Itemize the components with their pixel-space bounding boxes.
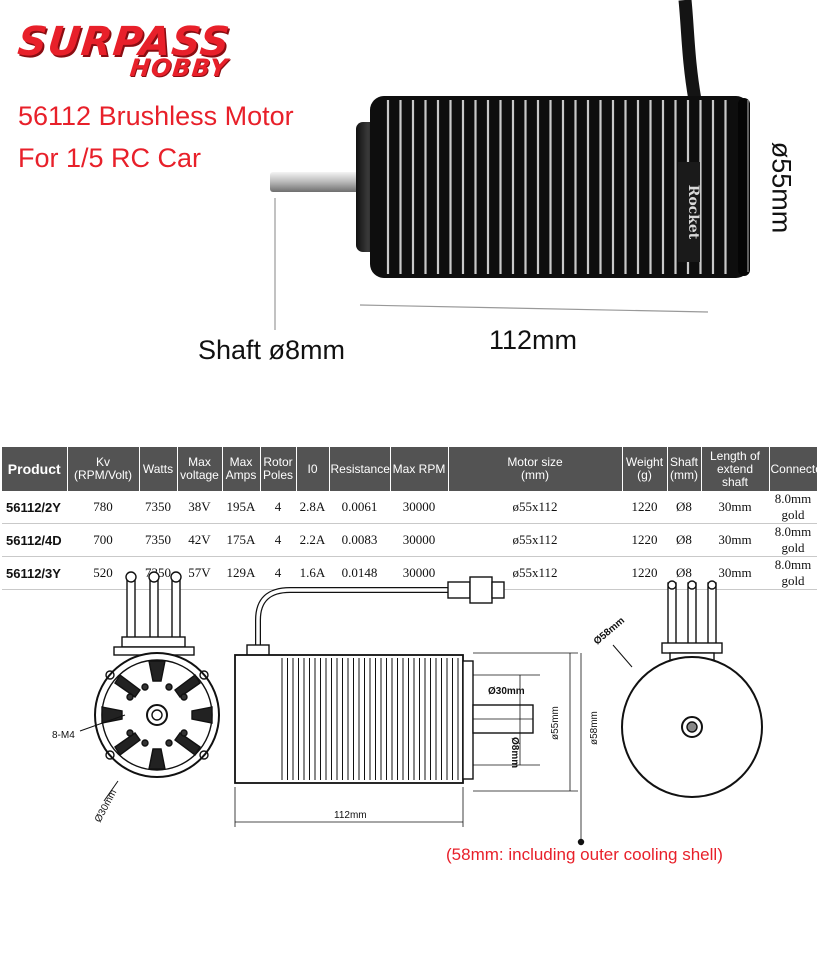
table-header-text: Resistance [330,461,390,476]
table-header-text: (g) [637,468,652,482]
table-cell: 1220 [622,523,667,557]
side-view [234,576,585,846]
side-inner-label: Ø30mm [488,686,525,697]
front-circle-label: Ø30mm [93,788,119,825]
side-shaft-label: Ø8mm [509,737,520,768]
length-dimension-label: 112mm [489,325,578,355]
table-header-text: Motor size [507,455,563,469]
table-cell: 2.8A [296,491,329,524]
table-cell: 1.6A [296,556,329,590]
side-outer-label: ø58mm [589,711,600,745]
table-cell: 2.2A [296,523,329,557]
table-header-text: Shaft [669,455,699,469]
table-cell: 4 [260,523,296,557]
table-cell: 129A [222,556,260,590]
table-cell: 57V [177,556,222,590]
table-header-cell: I0 [295,447,329,491]
table-header-text: Rotor [263,455,293,469]
table-header-cell: Weight(g) [621,447,667,491]
motor-photo: Rocket [270,0,750,330]
table-cell: 780 [67,491,139,524]
table-cell: 30mm [701,523,769,557]
table-header-text: Weight [625,455,664,469]
table-header-text: Max RPM [392,461,446,476]
table-cell: 7350 [139,491,177,524]
table-header-text: Max [229,455,253,469]
table-cell: 195A [222,491,260,524]
table-cell: 38V [177,491,222,524]
table-header-text: extend shaft [716,461,754,489]
table-cell: ø55x112 [448,491,622,524]
table-cell: 56112/2Y [2,491,67,524]
table-cell: 42V [177,523,222,557]
table-cell: 1220 [622,556,667,590]
table-cell: 4 [260,556,296,590]
rear-view [612,580,763,798]
table-cell: 8.0mm gold [769,523,817,557]
table-header-cell: Shaft(mm) [666,447,701,491]
table-cell: 56112/3Y [2,556,67,590]
table-header-cell: Product [2,447,67,491]
motor-brand-label: Rocket [685,185,701,240]
table-header-text: Length of [709,448,761,463]
table-header-text: Watts [142,461,174,476]
table-header-text: Product [7,460,61,477]
table-cell: 4 [260,491,296,524]
table-header-text: Connector [770,461,819,476]
table-header-text: voltage [180,468,219,482]
table-header-cell: Watts [138,447,177,491]
front-view [79,571,220,802]
rear-diameter-label: Ø58mm [592,615,627,647]
table-header-cell: Resistance [328,447,390,491]
side-diameter-label: ø55mm [550,706,561,740]
table-header-text: Poles [262,468,294,482]
table-cell: 30000 [390,556,448,590]
diameter-dimension-label: ø55mm [766,141,797,234]
front-holes-label: 8-M4 [52,730,75,741]
cooling-shell-note: (58mm: including outer cooling shell) [446,845,723,864]
table-header-text: (mm) [521,468,549,482]
table-cell: 0.0148 [329,556,390,590]
table-cell: 30000 [390,491,448,524]
table-cell: Ø8 [667,491,701,524]
table-cell: 700 [67,523,139,557]
table-cell: 30000 [390,523,448,557]
table-cell: 8.0mm gold [769,491,817,524]
table-header-text: (RPM/Volt) [73,468,132,482]
table-cell: 30mm [701,491,769,524]
table-header-cell: Connector [768,447,819,491]
headline-subtitle: For 1/5 RC Car [18,143,202,173]
table-header-text: Amps [225,468,257,482]
technical-drawing: 8-M4 Ø30mm 112mm Ø30mm Ø8mm ø55mm ø58mm … [52,571,763,846]
table-header-text: (mm) [670,468,698,482]
table-cell: 1220 [622,491,667,524]
table-cell: ø55x112 [448,523,622,557]
table-cell: 175A [222,523,260,557]
table-cell: 7350 [139,523,177,557]
shaft-dimension-label: Shaft ø8mm [198,335,346,365]
table-header-cell: Max RPM [389,447,448,491]
table-header-text: Max [188,455,211,469]
table-cell: 0.0083 [329,523,390,557]
table-header-cell: Motor size(mm) [447,447,622,491]
headline-title: 56112 Brushless Motor [18,101,294,131]
table-header-text: Kv [95,455,110,469]
table-cell: 56112/4D [2,523,67,557]
table-cell: 8.0mm gold [769,556,817,590]
table-cell: 0.0061 [329,491,390,524]
table-header-cell: Kv(RPM/Volt) [66,447,139,491]
table-cell: Ø8 [667,523,701,557]
table-header-text: I0 [307,461,318,476]
side-length-label: 112mm [334,810,367,821]
